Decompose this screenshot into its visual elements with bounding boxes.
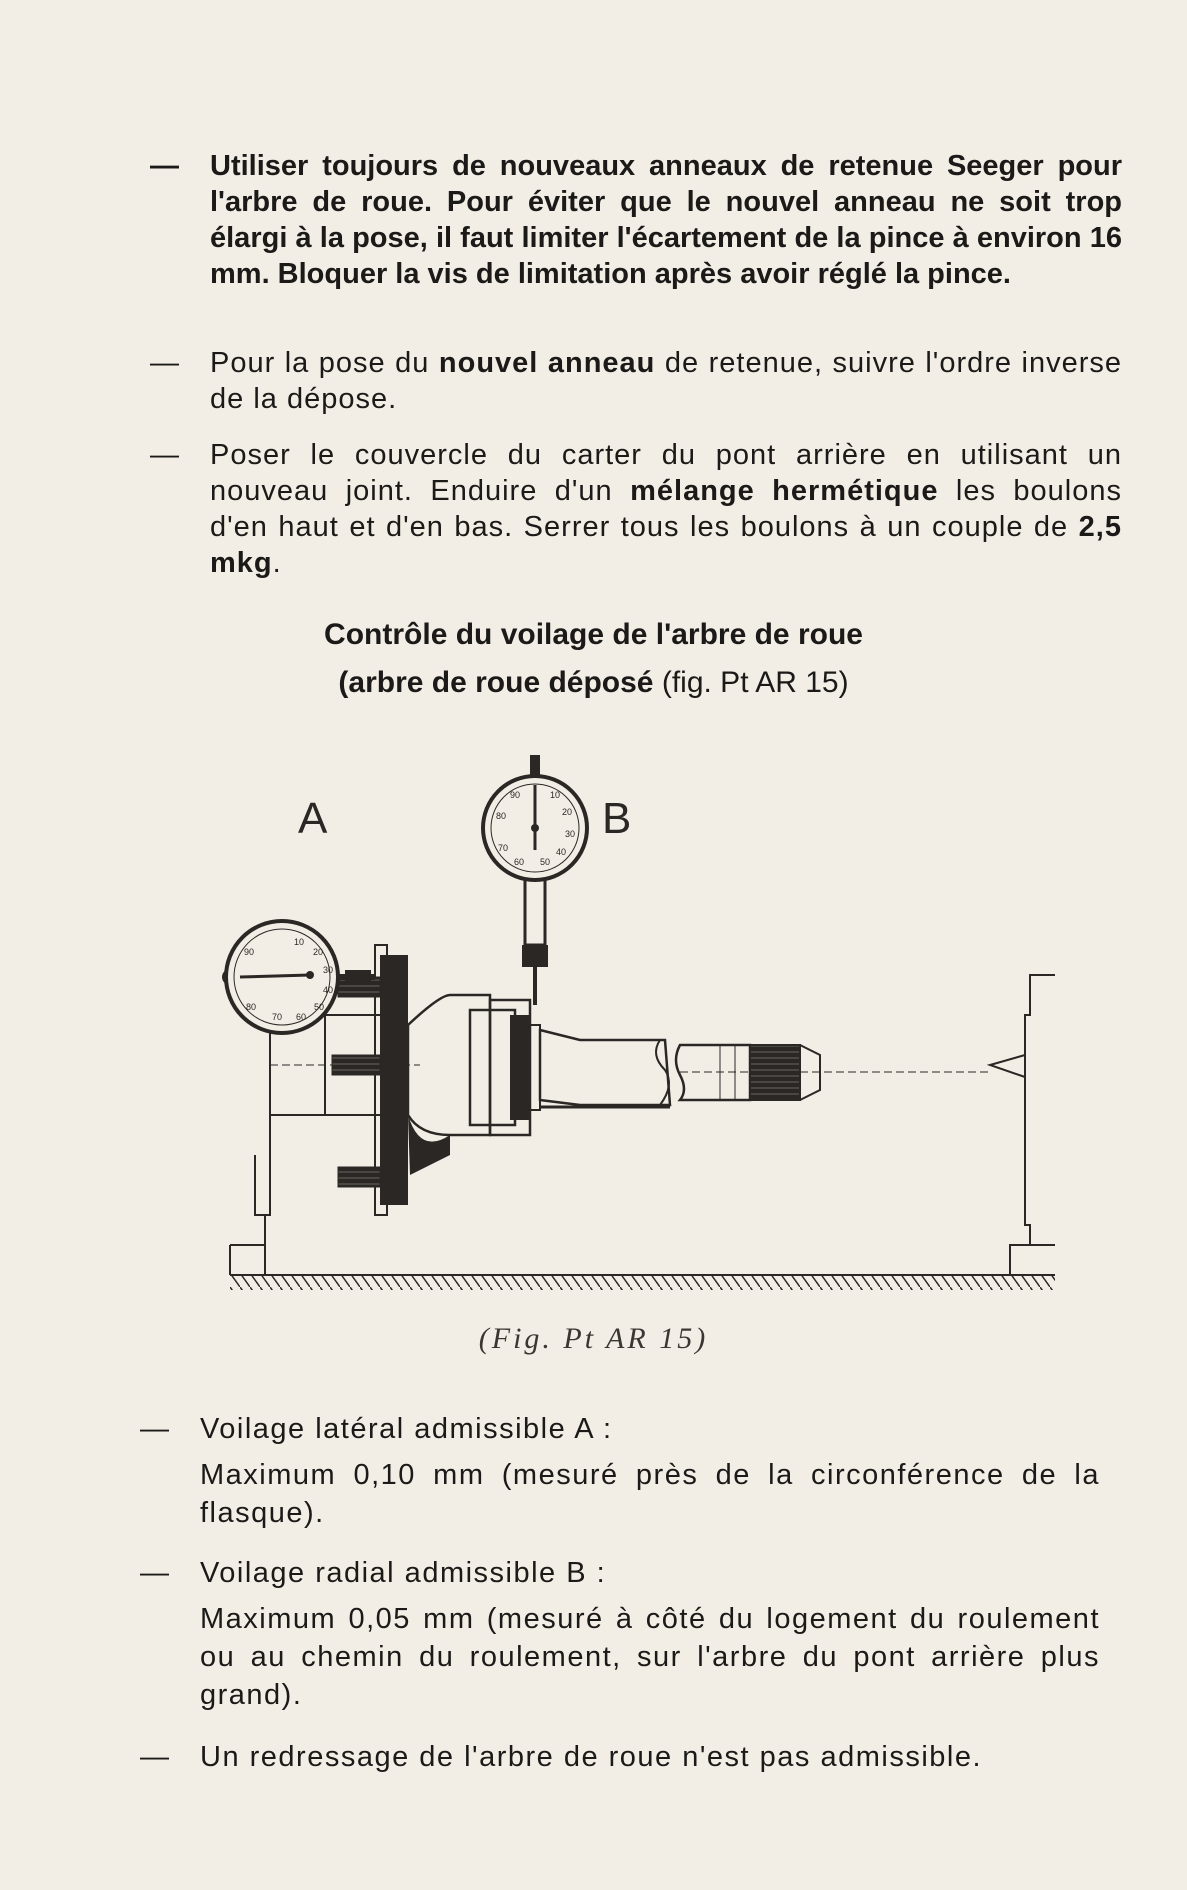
list-dash: — bbox=[140, 1741, 171, 1773]
gauge-a-tick-label: 20 bbox=[313, 947, 323, 957]
figure-caption: (Fig. Pt AR 15) bbox=[478, 1322, 709, 1355]
gauge-b-clamp bbox=[522, 945, 548, 967]
text-run: . bbox=[272, 547, 282, 579]
seal bbox=[529, 1024, 541, 1111]
gauge-b-tick-label: 60 bbox=[514, 857, 524, 867]
text-run: les boulons d'en haut et d'en bas. Serre… bbox=[210, 475, 1122, 543]
note-text: Un redressage de l'arbre de roue n'est p… bbox=[200, 1741, 983, 1773]
bearing-ring bbox=[510, 1015, 530, 1120]
instruction-seeger-rings: — Utiliser toujours de nouveaux anneaux … bbox=[150, 148, 1122, 292]
instruction-text: Poser le couvercle du carter du pont arr… bbox=[210, 437, 1122, 581]
gauge-b-tick-label: 20 bbox=[562, 807, 572, 817]
wheel-stud bbox=[331, 1054, 381, 1076]
figure-wheel-shaft-runout: A 10 20 30 40 50 60 70 80 90 B 10 bbox=[222, 755, 1055, 1290]
label-b: B bbox=[602, 794, 631, 843]
spec-value: Maximum 0,10 mm (mesuré près de la circo… bbox=[200, 1459, 1100, 1529]
list-dash: — bbox=[150, 439, 180, 471]
gauge-b-stem bbox=[523, 873, 547, 947]
gauge-b-top-knob bbox=[530, 755, 540, 775]
bearing-housing bbox=[468, 1008, 517, 1127]
list-dash: — bbox=[140, 1413, 171, 1445]
gauge-a-tick-label: 80 bbox=[246, 1002, 256, 1012]
gauge-b-tick-label: 30 bbox=[565, 829, 575, 839]
section-subtitle: (arbre de roue déposé (fig. Pt AR 15) bbox=[0, 662, 1187, 704]
figure-reference: (fig. Pt AR 15) bbox=[653, 666, 849, 699]
section-title: Contrôle du voilage de l'arbre de roue bbox=[324, 618, 863, 651]
instruction-text: Pour la pose du nouvel anneau de retenue… bbox=[210, 345, 1122, 417]
shaft-break bbox=[655, 1039, 670, 1106]
label-a: A bbox=[298, 794, 328, 843]
note-no-straightening: — Un redressage de l'arbre de roue n'est… bbox=[140, 1738, 1100, 1776]
right-support bbox=[1024, 974, 1055, 1246]
floor-hatch bbox=[230, 1276, 1055, 1290]
list-dash: — bbox=[150, 150, 179, 182]
text-run: Pour la pose du bbox=[210, 347, 439, 379]
gauge-a-numbers: 10 20 30 40 50 60 70 80 90 bbox=[244, 937, 333, 1022]
spec-value: Maximum 0,05 mm (mesuré à côté du logeme… bbox=[200, 1603, 1100, 1711]
bold-text: (arbre de roue déposé bbox=[338, 666, 654, 699]
instruction-new-ring: — Pour la pose du nouvel anneau de reten… bbox=[150, 345, 1122, 417]
gauge-a-tick-label: 30 bbox=[323, 965, 333, 975]
hub-cone bbox=[406, 993, 492, 1137]
gauge-a-tick-label: 90 bbox=[244, 947, 254, 957]
gauge-b-tick-label: 70 bbox=[498, 843, 508, 853]
flange-rim bbox=[374, 944, 388, 1216]
text-run: Poser le couvercle du carter du pont arr… bbox=[210, 439, 1122, 507]
shaft bbox=[538, 1028, 672, 1107]
instruction-text: Utiliser toujours de nouveaux anneaux de… bbox=[210, 150, 1122, 290]
list-dash: — bbox=[150, 347, 180, 379]
list-dash: — bbox=[140, 1557, 171, 1589]
bold-text: mélange hermétique bbox=[630, 475, 939, 507]
gauge-b-tick-label: 40 bbox=[556, 847, 566, 857]
spec-heading: Voilage latéral admissible A : bbox=[200, 1413, 613, 1445]
gauge-b-numbers: 10 20 30 40 50 60 70 80 90 bbox=[496, 790, 575, 867]
spec-heading: Voilage radial admissible B : bbox=[200, 1557, 607, 1589]
left-stand bbox=[254, 1155, 266, 1275]
gauge-a-scale bbox=[233, 928, 331, 1026]
spec-lateral-runout: — Voilage latéral admissible A : Maximum… bbox=[140, 1410, 1100, 1532]
gauge-b-pivot bbox=[531, 824, 539, 832]
wheel-stud bbox=[337, 1166, 381, 1188]
gauge-b-tick-label: 90 bbox=[510, 790, 520, 800]
gauge-b-tick-label: 50 bbox=[540, 857, 550, 867]
right-stand bbox=[1009, 1244, 1030, 1275]
gauge-a-clamp bbox=[345, 970, 371, 984]
gauge-b-tick-label: 10 bbox=[550, 790, 560, 800]
gauge-a-tick-label: 50 bbox=[314, 1002, 324, 1012]
gauge-a-tick-label: 10 bbox=[294, 937, 304, 947]
instruction-cover: — Poser le couvercle du carter du pont a… bbox=[150, 437, 1122, 581]
gauge-b-tick-label: 80 bbox=[496, 811, 506, 821]
text-run: de retenue, suivre l'ordre inverse de la… bbox=[210, 347, 1123, 415]
gauge-a-pivot bbox=[306, 971, 314, 979]
flange bbox=[380, 955, 408, 1205]
bold-text: nouvel anneau bbox=[438, 347, 656, 379]
bold-text: 2,5 mkg bbox=[210, 511, 1122, 579]
shaft-end bbox=[674, 1043, 752, 1102]
gauge-a-tick-label: 60 bbox=[296, 1012, 306, 1022]
gauge-a-tick-label: 40 bbox=[323, 985, 333, 995]
gauge-a-tick-label: 70 bbox=[272, 1012, 282, 1022]
right-center bbox=[986, 1054, 1026, 1078]
hub-shadow bbox=[408, 1115, 450, 1175]
gauge-a-needle bbox=[239, 973, 311, 979]
gauge-b-scale bbox=[490, 783, 580, 873]
spec-radial-runout: — Voilage radial admissible B : Maximum … bbox=[140, 1554, 1100, 1714]
